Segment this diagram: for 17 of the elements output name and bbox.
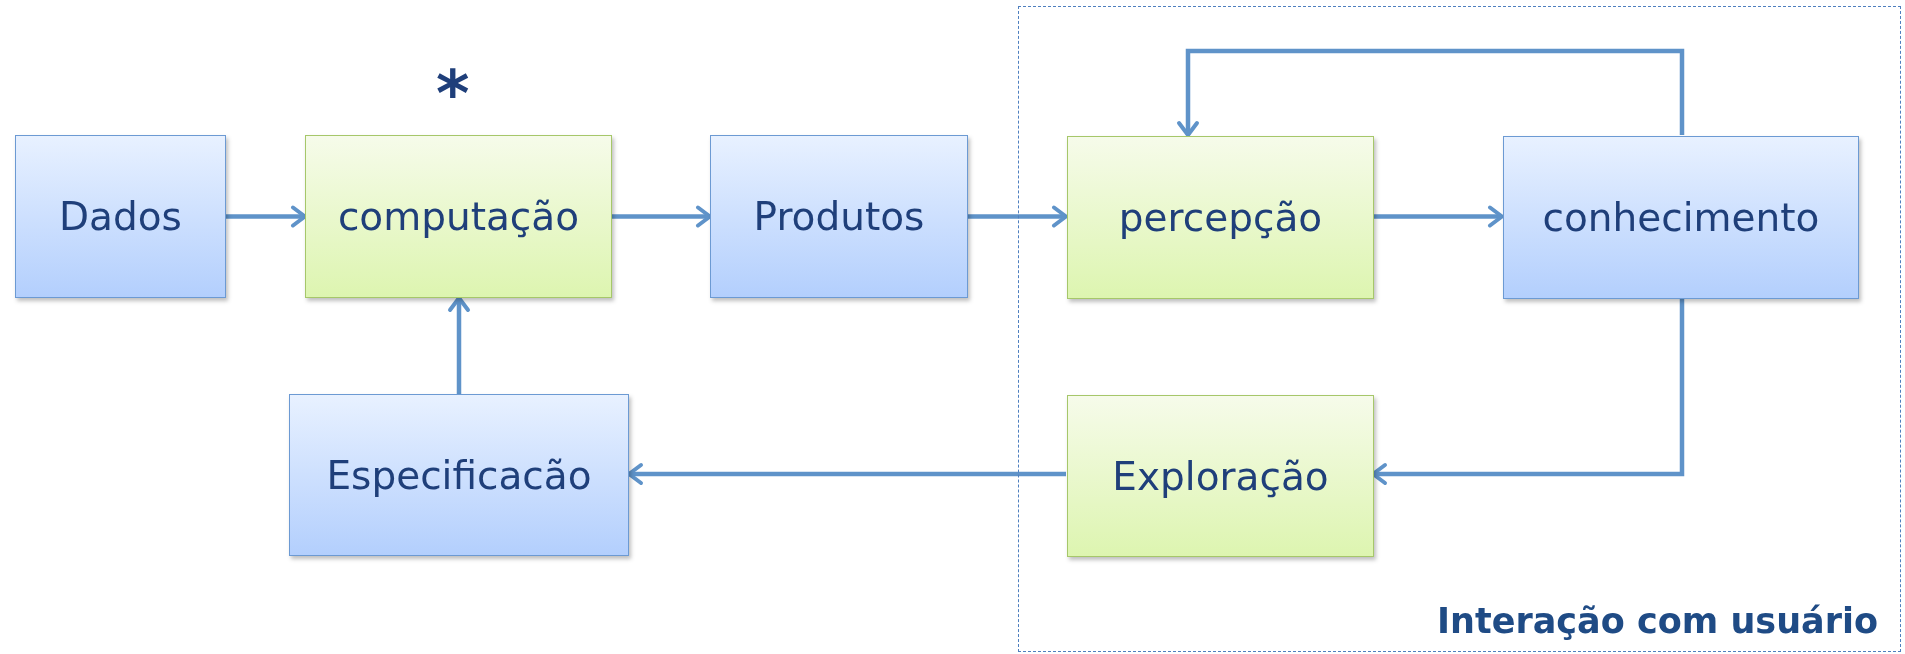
process-box: Dados: [15, 135, 226, 298]
process-box: computação: [305, 135, 612, 298]
asterisk-mark: *: [436, 62, 470, 126]
arrow: [226, 205, 307, 228]
arrow: [612, 205, 712, 228]
arrow: [448, 296, 470, 394]
process-box: percepção: [1067, 136, 1374, 299]
group-frame: [1018, 6, 1901, 652]
process-box: Exploração: [1067, 395, 1374, 557]
process-box: Especificacão: [289, 394, 629, 556]
arrow: [627, 463, 1066, 485]
arrow: [1177, 48, 1685, 137]
arrow: [968, 205, 1068, 228]
process-box: conhecimento: [1503, 136, 1859, 299]
process-box: Produtos: [710, 135, 968, 298]
arrow: [1373, 205, 1504, 228]
group-title: Interação com usuário: [1437, 601, 1878, 641]
